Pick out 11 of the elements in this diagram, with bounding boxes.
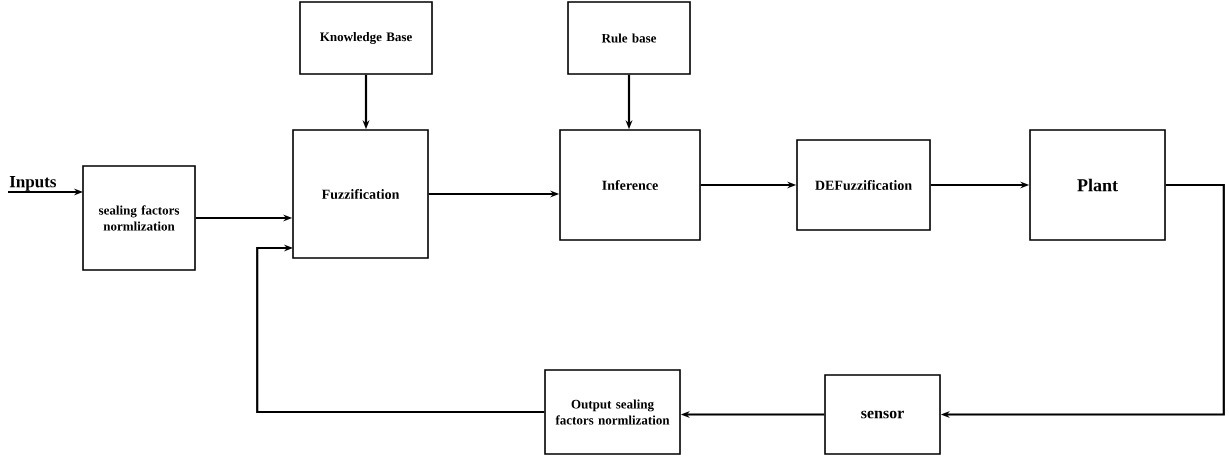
process-box: Plant <box>1029 129 1166 241</box>
process-box: Fuzzification <box>292 129 429 259</box>
process-box: Inference <box>559 129 701 241</box>
process-box: Rule base <box>567 1 691 75</box>
process-box: Knowledge Base <box>299 1 433 75</box>
process-box: Output sealing factors normlization <box>544 369 681 455</box>
edge-label: Inputs <box>9 176 57 191</box>
process-box: DEFuzzification <box>796 139 931 231</box>
process-box: sensor <box>824 374 941 455</box>
process-box: sealing factors normlization <box>82 165 196 271</box>
arrow <box>256 244 545 414</box>
